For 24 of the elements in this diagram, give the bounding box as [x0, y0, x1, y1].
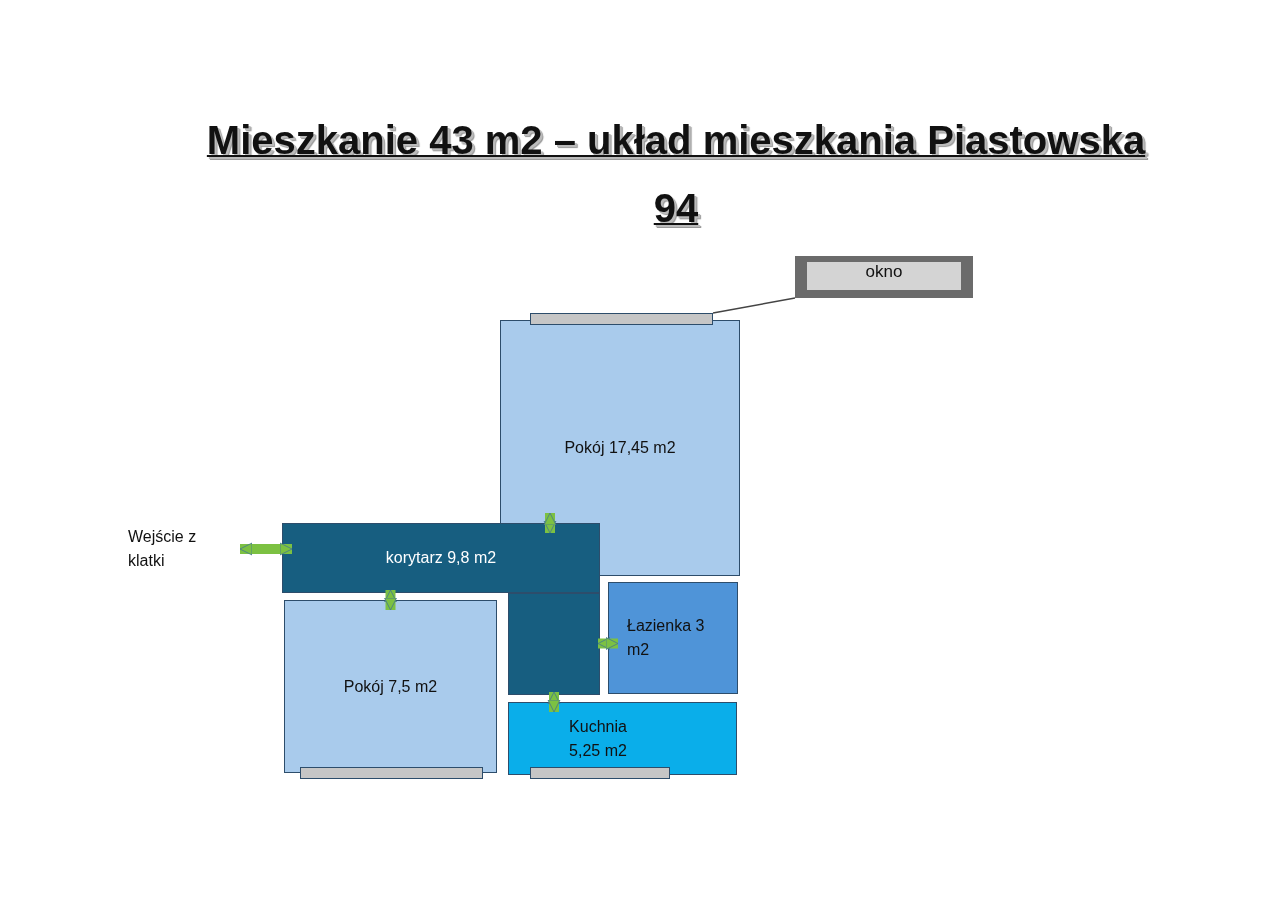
- window-bar: [300, 767, 483, 779]
- room-box: [608, 582, 738, 694]
- room-label: Łazienka 3 m2: [627, 616, 706, 660]
- room-label: korytarz 9,8 m2: [385, 548, 497, 568]
- room-label: Kuchnia 5,25 m2: [568, 716, 628, 761]
- leader-line: [712, 297, 796, 314]
- callout-box: [795, 256, 973, 298]
- double-arrow: [384, 589, 397, 611]
- title: Mieszkanie 43 m2 – układ mieszkania Piastowska 94: [205, 117, 1147, 232]
- window-bar: [530, 767, 670, 779]
- double-arrow: [547, 691, 561, 713]
- room-box: [284, 600, 497, 773]
- corridor-box: [282, 523, 600, 593]
- double-arrow: [543, 512, 557, 534]
- room-label: Pokój 7,5 m2: [343, 676, 438, 697]
- room-label: Pokój 17,45 m2: [564, 438, 676, 458]
- entrance-label: Wejście z klatki: [128, 525, 228, 573]
- room-box: [500, 320, 740, 576]
- window-bar: [530, 313, 713, 325]
- double-arrow: [239, 542, 293, 556]
- corridor-box: [508, 593, 600, 695]
- double-arrow: [597, 637, 619, 650]
- room-box: [508, 702, 737, 775]
- callout-label: okno: [865, 262, 903, 282]
